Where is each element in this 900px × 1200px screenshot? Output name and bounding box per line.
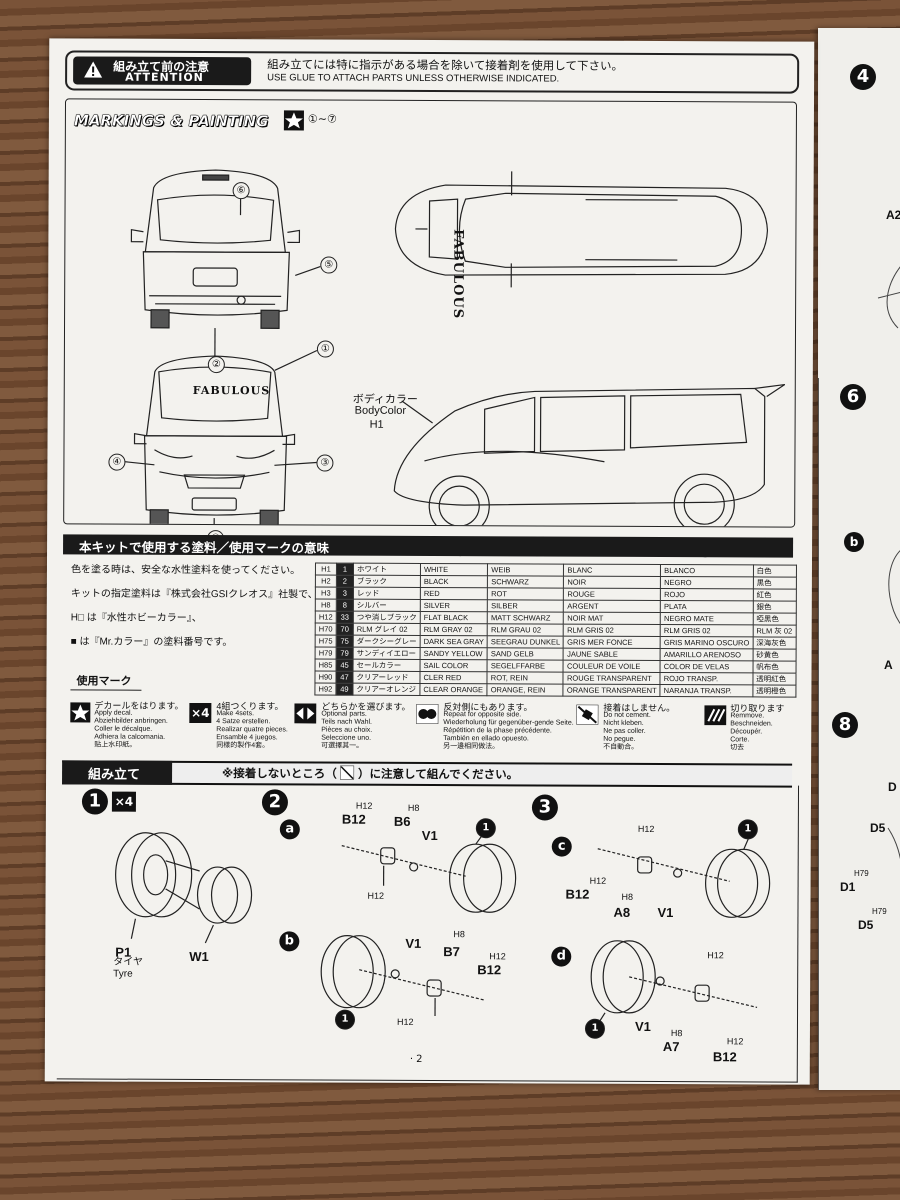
part-label: A [884, 658, 893, 672]
part-V1: V1 [405, 935, 422, 951]
paint-code: H79 [872, 907, 887, 916]
wheel-ref-1: 1 [475, 818, 496, 839]
part-B12: B12 [565, 886, 590, 902]
car-top-view [394, 171, 769, 288]
part-V1: V1 [634, 1018, 651, 1034]
paint-code-h12: H12 [396, 1016, 414, 1027]
part-A7: A7 [662, 1039, 680, 1055]
paint-code-h12: H12 [637, 823, 655, 834]
part-B6: B6 [393, 813, 411, 829]
part-V1: V1 [421, 827, 438, 844]
paint-code-h8: H8 [621, 891, 634, 902]
page-number: · 2 [409, 1053, 423, 1065]
step-8-marker: 8 [832, 712, 858, 738]
attention-box: 組み立て前の注意 ATTENTION 組み立てには特に指示がある場合を除いて接着… [65, 50, 800, 94]
instruction-page: 組み立て前の注意 ATTENTION 組み立てには特に指示がある場合を除いて接着… [44, 38, 815, 1085]
next-page-edge: 4 6 8 A2 b A D D5 D1 D5 H79 H79 [818, 28, 900, 1090]
wheel-ref-1: 1 [737, 819, 758, 840]
opposite-side-icon [416, 703, 439, 725]
part-label: A2 [886, 208, 900, 222]
decal-icon [70, 702, 91, 723]
next-page-line-art [818, 266, 900, 1090]
paint-code-h12: H12 [489, 951, 506, 962]
part-B12: B12 [477, 962, 502, 978]
step-6-marker: 6 [840, 384, 866, 410]
part-label: D5 [858, 918, 874, 932]
part-label: D5 [870, 821, 886, 835]
paint-code-h12: H12 [726, 1036, 744, 1047]
optional-parts-icon [294, 703, 317, 724]
part-W1: W1 [189, 948, 209, 965]
part-label: D [888, 780, 897, 794]
paint-code-h8: H8 [453, 929, 465, 940]
paint-code-h12: H12 [367, 890, 385, 901]
wheel-ref-1: 1 [334, 1009, 356, 1030]
tire-label-jp: タイヤ [113, 956, 143, 968]
car-rear-view [130, 169, 301, 329]
wheel-ref-1: 1 [584, 1018, 606, 1039]
car-side-view [393, 383, 786, 527]
tire-label-en: Tyre [113, 968, 133, 980]
paint-code-h12: H12 [355, 800, 373, 811]
step-4-marker: 4 [850, 64, 876, 90]
assembly-header: 組み立て ※接着しないところ（ ）に注意して組んでください。 [62, 760, 793, 788]
part-label: D1 [840, 880, 856, 894]
part-V1: V1 [657, 904, 674, 921]
warning-icon [84, 61, 103, 78]
no-cement-icon [576, 704, 599, 725]
paint-code-h8: H8 [670, 1028, 683, 1039]
part-B7: B7 [443, 944, 460, 960]
part-A8: A8 [613, 904, 631, 920]
part-B12: B12 [341, 811, 366, 827]
paint-code: H79 [854, 869, 869, 878]
paint-code-h12: H12 [707, 950, 724, 961]
remove-icon [704, 705, 727, 726]
paint-code-h12: H12 [589, 875, 607, 886]
part-B12: B12 [712, 1049, 737, 1065]
paint-code-h8: H8 [407, 802, 420, 813]
sub-step-b: b [844, 532, 864, 552]
no-cement-icon [340, 765, 355, 780]
attention-label: 組み立て前の注意 ATTENTION [73, 56, 252, 86]
assembly-diagrams [115, 829, 771, 1030]
decal-icon [283, 110, 304, 131]
